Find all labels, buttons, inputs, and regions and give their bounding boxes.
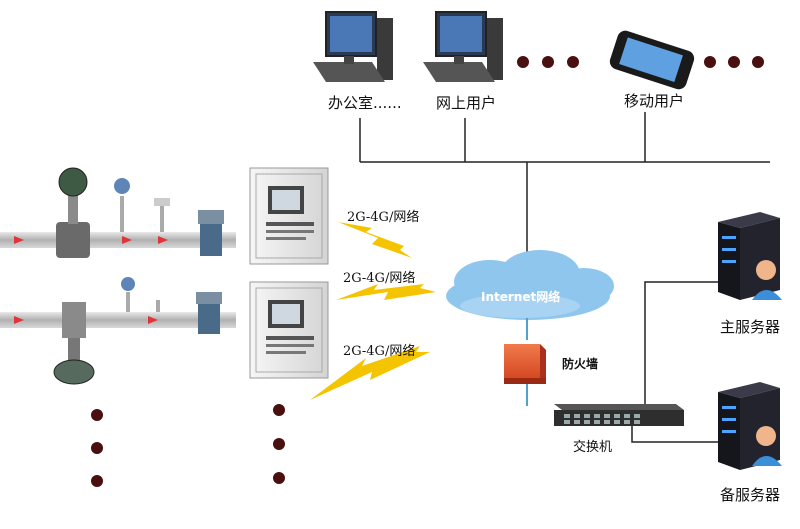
firewall-icon: [504, 344, 546, 384]
mobile-phone-icon: [609, 30, 695, 90]
firewall-label: 防火墙: [562, 357, 599, 371]
top-ellipsis-dots-1: [517, 56, 579, 68]
online-user-computer-icon: [423, 11, 503, 82]
main-server-label: 主服务器: [720, 318, 781, 336]
field-ellipsis-dots-left: [91, 409, 103, 487]
link-3-label: 2G-4G/网络: [343, 344, 416, 359]
main-server-icon: [718, 212, 782, 300]
wireless-link-2-icon: [336, 284, 436, 300]
office-computer-icon: [313, 11, 393, 82]
internet-label: Internet网络: [481, 290, 561, 304]
user-bus-lines: [359, 112, 770, 262]
pipeline-1: [0, 167, 236, 258]
network-switch-icon: [554, 404, 684, 426]
rtu-cabinet-1: [249, 167, 329, 265]
wireless-link-1-icon: [338, 222, 412, 258]
internet-cloud-icon: [446, 250, 614, 320]
link-2-label: 2G-4G/网络: [343, 271, 416, 286]
backup-server-label: 备服务器: [720, 486, 781, 504]
rtu-cabinet-2: [249, 281, 329, 379]
wireless-link-3-icon: [310, 346, 430, 400]
mobile-user-label: 移动用户: [624, 92, 685, 110]
field-ellipsis-dots-right: [273, 404, 285, 484]
switch-label: 交换机: [573, 440, 613, 455]
online-user-label: 网上用户: [436, 94, 497, 112]
switch-server-links: [631, 281, 718, 443]
top-ellipsis-dots-2: [704, 56, 764, 68]
link-1-label: 2G-4G/网络: [347, 210, 420, 225]
pipeline-2: [0, 277, 236, 385]
office-label: 办公室......: [328, 94, 402, 112]
backup-server-icon: [718, 382, 782, 470]
